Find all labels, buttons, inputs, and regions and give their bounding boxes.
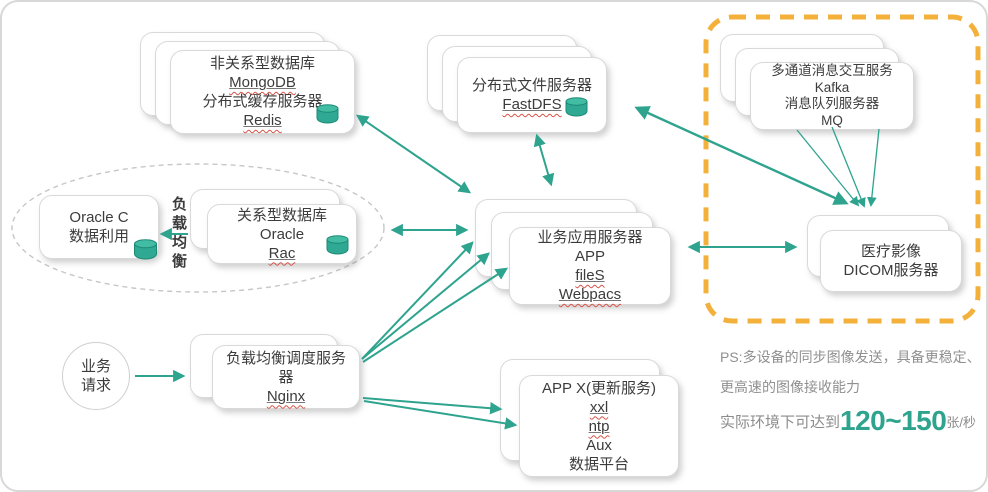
node-text-line: 数据利用 xyxy=(68,228,129,245)
node-text-line: ntp xyxy=(588,417,610,435)
note-prefix: 实际环境下可达到 xyxy=(720,414,841,431)
mq-card: 多通道消息交互服务 Kafka 消息队列服务器 MQ xyxy=(750,62,914,130)
update-service-card: APP X(更新服务) xxl ntp Aux 数据平台 xyxy=(519,375,679,477)
database-icon xyxy=(316,104,339,124)
database-icon xyxy=(133,239,158,260)
nginx-card: 负载均衡调度服务器 Nginx xyxy=(212,345,360,409)
update-service-node: APP X(更新服务) xxl ntp Aux 数据平台 xyxy=(500,359,679,477)
node-text-line: 分布式缓存服务器 xyxy=(202,93,323,110)
load-balance-label: 负载均衡 xyxy=(170,196,187,272)
mq-node: 多通道消息交互服务 Kafka 消息队列服务器 MQ xyxy=(720,34,914,130)
nosql-db-node: 非关系型数据库 MongoDB 分布式缓存服务器 Redis xyxy=(140,32,355,134)
note-unit: 张/秒 xyxy=(946,415,976,430)
nosql-db-card: 非关系型数据库 MongoDB 分布式缓存服务器 Redis xyxy=(170,50,355,134)
node-text-line: MongoDB xyxy=(229,74,296,91)
dfs-card: 分布式文件服务器 FastDFS xyxy=(457,57,607,133)
app-server-node: 业务应用服务器 APP fileS Webpacs xyxy=(475,199,671,305)
node-text-line: Kafka xyxy=(814,79,850,95)
node-text-line: FastDFS xyxy=(502,96,562,113)
database-icon xyxy=(326,235,349,255)
node-text-line: APP xyxy=(574,248,605,265)
app-server-card: 业务应用服务器 APP fileS Webpacs xyxy=(509,227,671,305)
node-text-line: Redis xyxy=(243,112,282,129)
node-text-line: 业务应用服务器 xyxy=(537,229,643,246)
node-text-line: DICOM服务器 xyxy=(843,262,939,279)
node-text-line: Oracle C xyxy=(69,209,129,226)
node-text-line: Webpacs xyxy=(558,286,622,303)
request-circle: 业务请求 xyxy=(62,342,130,410)
nginx-node: 负载均衡调度服务器 Nginx xyxy=(190,334,360,409)
node-text-line: 多通道消息交互服务 xyxy=(771,63,893,78)
node-text-line: 消息队列服务器 xyxy=(784,96,880,111)
node-text-line: 负载均衡调度服务器 xyxy=(225,349,346,386)
node-text-line: fileS xyxy=(575,267,605,284)
dfs-node: 分布式文件服务器 FastDFS xyxy=(427,35,607,133)
note-line-2: 更高速的图像接收能力 xyxy=(720,379,860,395)
rdb-node: 关系型数据库 Oracle Rac xyxy=(190,189,357,264)
node-text-line: 非关系型数据库 xyxy=(209,55,315,72)
node-text-line: Aux xyxy=(586,436,612,454)
oracle-c-card: Oracle C 数据利用 xyxy=(39,195,159,260)
node-text-line: Nginx xyxy=(266,387,306,405)
dicom-node: 医疗影像 DICOM服务器 xyxy=(807,215,962,292)
node-text-line: Rac xyxy=(268,244,296,262)
note-rate-value: 120~150 xyxy=(840,405,947,436)
rdb-card: 关系型数据库 Oracle Rac xyxy=(207,204,357,264)
ps-note: PS:多设备的同步图像发送，具备更稳定、 更高速的图像接收能力 实际环境下可达到… xyxy=(720,342,986,437)
request-label: 业务请求 xyxy=(80,358,111,394)
node-text-line: MQ xyxy=(821,112,843,128)
node-text-line: 关系型数据库 xyxy=(236,206,327,224)
oracle-group-ellipse xyxy=(11,163,385,293)
note-line-1: PS:多设备的同步图像发送，具备更稳定、 xyxy=(720,349,981,365)
database-icon xyxy=(565,97,588,117)
node-text-line: APP X(更新服务) xyxy=(542,379,656,397)
node-text-line: 分布式文件服务器 xyxy=(472,77,593,94)
node-text-line: Oracle xyxy=(259,225,305,243)
node-text-line: 数据平台 xyxy=(568,455,629,473)
dicom-card: 医疗影像 DICOM服务器 xyxy=(820,230,962,292)
node-text-line: xxl xyxy=(589,398,609,416)
oracle-c-node: Oracle C 数据利用 xyxy=(39,195,159,260)
node-text-line: 医疗影像 xyxy=(860,243,921,260)
note-line-3: 实际环境下可达到120~150张/秒 xyxy=(720,405,986,437)
